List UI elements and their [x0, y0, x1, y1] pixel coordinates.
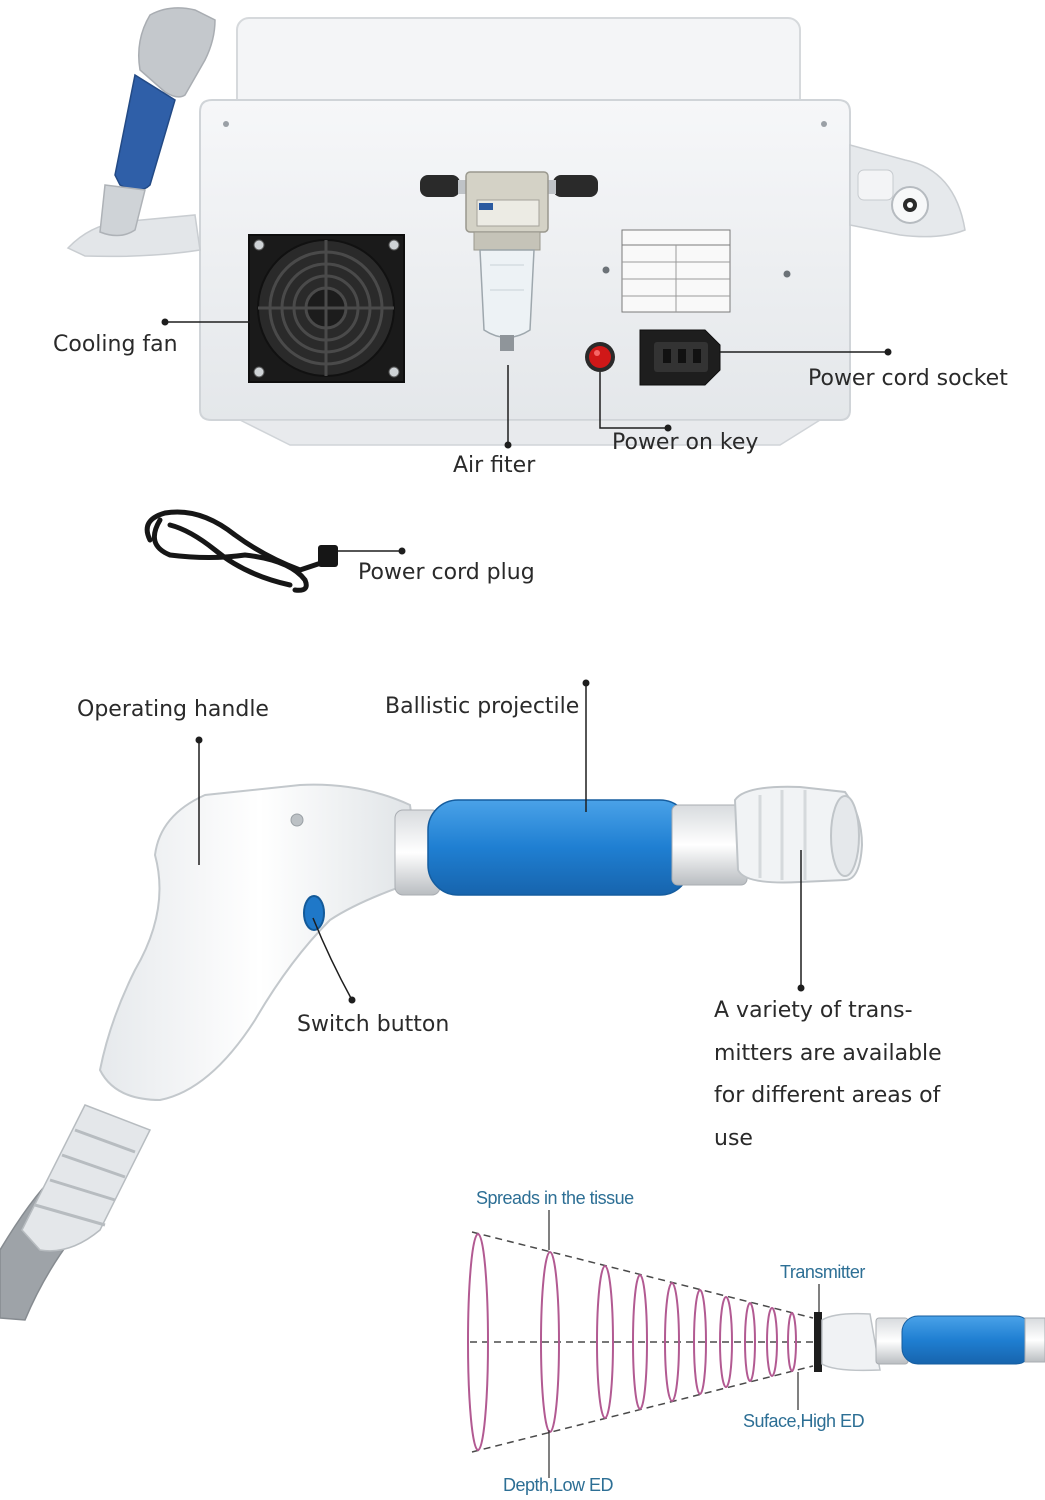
transmitters-note-line: mitters are available: [714, 1040, 942, 1066]
transmitters-note-line: for different areas of: [714, 1083, 941, 1108]
right-handpiece-holder: [849, 144, 966, 238]
label-power-cord-socket: Power cord socket: [808, 366, 1008, 391]
left-handpiece-holder: [66, 7, 216, 258]
power-key-icon: [585, 342, 615, 372]
label-operating-handle: Operating handle: [77, 697, 269, 722]
transmitters-note-line: A variety of trans-: [714, 998, 913, 1023]
fan-grille-icon: [248, 234, 405, 383]
power-cord-plug-image: [144, 509, 338, 593]
callout-lines-handpiece: [198, 683, 802, 1001]
wave-diagram: [467, 1210, 1045, 1478]
transmitters-note-line: use: [714, 1125, 753, 1151]
label-surface-high-ed: Suface,High ED: [743, 1411, 865, 1431]
callout-dots-top: [161, 318, 892, 555]
label-ballistic-projectile: Ballistic projectile: [385, 694, 580, 719]
label-spreads-in-tissue: Spreads in the tissue: [476, 1188, 634, 1208]
label-switch-button: Switch button: [297, 1012, 450, 1037]
label-cooling-fan: Cooling fan: [53, 332, 178, 357]
spec-label-plate: [621, 229, 731, 313]
handpiece-image: [0, 783, 864, 1321]
label-transmitter: Transmitter: [780, 1262, 865, 1282]
callout-dots-handpiece: [195, 679, 805, 1004]
power-socket-icon: [639, 329, 721, 386]
label-air-filter: Air fiter: [453, 453, 536, 478]
label-power-on-key: Power on key: [612, 430, 759, 455]
air-filter-unit: [420, 171, 598, 351]
label-depth-low-ed: Depth,Low ED: [503, 1475, 614, 1495]
label-power-cord-plug: Power cord plug: [358, 560, 535, 585]
label-transmitters-note: A variety of trans- mitters are availabl…: [714, 990, 964, 1160]
callout-lines-top: [165, 321, 888, 552]
